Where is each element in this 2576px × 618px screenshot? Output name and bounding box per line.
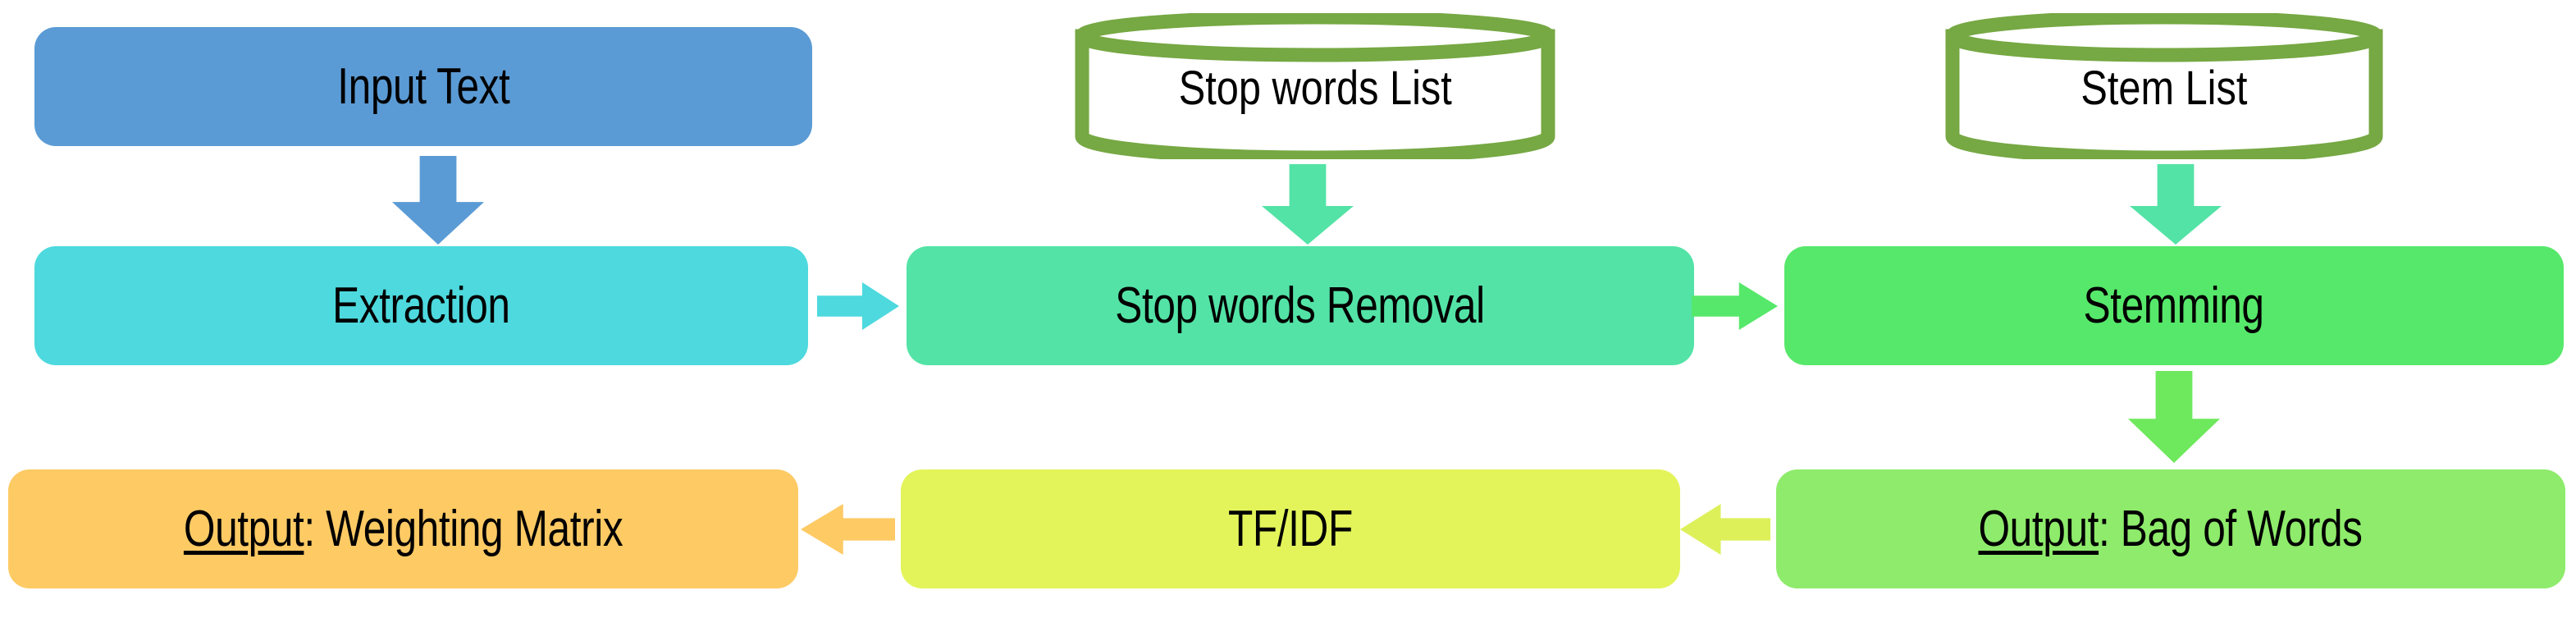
node-stemming[interactable]: Stemming [1784, 246, 2564, 365]
cylinder-shape [1075, 13, 1555, 159]
arrow-stemming-to-bagofwords [2128, 371, 2220, 463]
node-extraction-label: Extraction [332, 277, 510, 334]
cylinder-shape [1945, 13, 2383, 159]
node-extraction[interactable]: Extraction [34, 246, 808, 365]
node-stop-words-list-label: Stop words List [1178, 62, 1452, 116]
node-tf-idf[interactable]: TF/IDF [901, 469, 1680, 588]
node-output-weighting-matrix-label: Output: Weighting Matrix [184, 502, 623, 556]
node-output-weighting-matrix[interactable]: Output: Weighting Matrix [8, 469, 798, 588]
output-rest: : Weighting Matrix [304, 500, 623, 557]
output-keyword: Output [1978, 500, 2099, 557]
arrow-bagofwords-to-tfidf [1680, 504, 1770, 555]
arrow-extraction-to-removal [817, 282, 899, 330]
output-keyword: Output [183, 500, 304, 557]
arrow-stemlist-to-stemming [2130, 164, 2222, 245]
arrow-removal-to-stemming [1692, 282, 1778, 330]
arrow-tfidf-to-weightingmatrix [801, 504, 895, 555]
arrow-input-to-extraction [392, 156, 484, 245]
node-stemming-label: Stemming [2083, 277, 2265, 334]
output-rest: : Bag of Words [2099, 500, 2364, 557]
node-tf-idf-label: TF/IDF [1228, 500, 1353, 557]
arrow-stopwords-to-removal [1262, 164, 1354, 245]
node-input-text-label: Input Text [336, 57, 510, 115]
node-stop-words-removal-label: Stop words Removal [1115, 277, 1486, 334]
node-input-text[interactable]: Input Text [34, 27, 812, 146]
node-stop-words-removal[interactable]: Stop words Removal [907, 246, 1694, 365]
node-output-bag-of-words-label: Output: Bag of Words [1979, 502, 2363, 556]
node-stem-list-label: Stem List [2080, 62, 2248, 116]
node-stem-list[interactable]: Stem List [1943, 13, 2386, 159]
node-stop-words-list[interactable]: Stop words List [1072, 13, 1558, 159]
node-output-bag-of-words[interactable]: Output: Bag of Words [1776, 469, 2565, 588]
